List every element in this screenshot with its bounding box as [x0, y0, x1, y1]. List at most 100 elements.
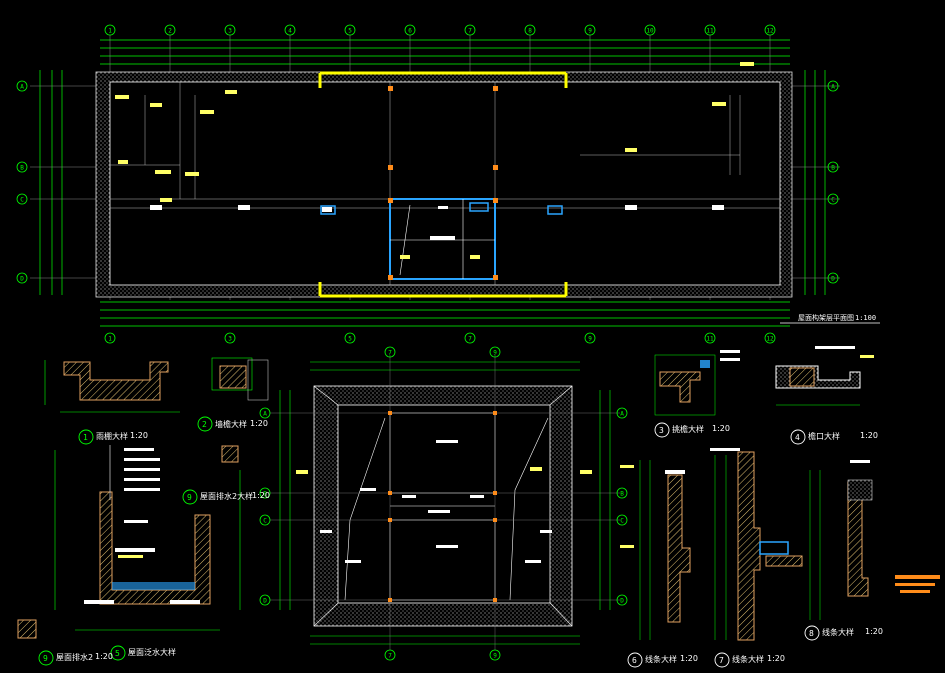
svg-text:A: A	[20, 84, 24, 91]
svg-text:11: 11	[706, 336, 714, 343]
right-axis-A: A	[827, 80, 839, 92]
svg-text:6: 6	[408, 28, 412, 35]
svg-text:A: A	[263, 411, 267, 418]
detail-8-title: 线条大样	[822, 628, 854, 637]
svg-text:D: D	[20, 276, 24, 283]
svg-text:3: 3	[659, 426, 664, 435]
top-axis-9: 9	[584, 24, 596, 36]
svg-text:5: 5	[348, 28, 352, 35]
bottom-axis-11: 11	[704, 332, 716, 344]
svg-text:7: 7	[388, 350, 392, 357]
svg-text:6: 6	[632, 656, 637, 665]
skylight-right-axis-D: D	[616, 594, 628, 606]
detail-5: 5 9 9	[17, 445, 241, 666]
bottom-axis-12: 12	[764, 332, 776, 344]
detail-8: 8	[804, 460, 873, 641]
bottom-axis-5: 5	[344, 332, 356, 344]
detail-6-scale: 1:20	[680, 654, 698, 663]
detail-5-title: 屋面泛水大样	[128, 648, 176, 657]
top-axis-8: 8	[524, 24, 536, 36]
svg-text:B: B	[20, 165, 24, 172]
svg-text:9: 9	[187, 493, 192, 502]
detail-3: 3	[654, 350, 740, 438]
svg-text:1: 1	[83, 433, 88, 442]
detail-4-scale: 1:20	[860, 431, 878, 440]
main-plan-title: 屋面构架层平面图	[798, 313, 854, 322]
svg-text:C: C	[263, 518, 267, 525]
detail-7: 7	[710, 448, 803, 668]
column-markers	[320, 202, 563, 215]
top-axis-5: 5	[344, 24, 356, 36]
detail-9b-title: 屋面排水2	[56, 653, 94, 662]
detail-9-title: 屋面排水2大样	[200, 492, 254, 501]
bottom-axis-3: 3	[224, 332, 236, 344]
svg-text:7: 7	[388, 653, 392, 660]
svg-text:1: 1	[108, 28, 112, 35]
skylight-right-axis-B: B	[616, 487, 628, 499]
svg-text:7: 7	[468, 28, 472, 35]
svg-text:3: 3	[228, 28, 232, 35]
right-axis-B: B	[827, 161, 839, 173]
roof-white-blocks	[150, 205, 724, 240]
side-dimension-lines	[39, 70, 826, 295]
svg-text:12: 12	[766, 28, 774, 35]
detail-4: 4	[775, 346, 874, 445]
skylight-left-axis-D: D	[259, 594, 271, 606]
detail-2-title: 墙檐大样	[215, 420, 247, 429]
detail-4-title: 檐口大样	[808, 432, 840, 441]
svg-text:9: 9	[43, 654, 48, 663]
detail-8-scale: 1:20	[865, 627, 883, 636]
top-axis-3: 3	[224, 24, 236, 36]
svg-text:B: B	[263, 491, 267, 498]
roof-yellow-tags	[115, 62, 754, 259]
detail-2: 2	[197, 357, 269, 463]
svg-text:4: 4	[795, 433, 800, 442]
svg-text:B: B	[620, 491, 624, 498]
top-axis-12: 12	[764, 24, 776, 36]
svg-text:B: B	[831, 165, 835, 172]
svg-text:1: 1	[108, 336, 112, 343]
svg-text:8: 8	[809, 629, 814, 638]
bottom-axis-1: 1	[104, 332, 116, 344]
main-plan-scale: 1:100	[855, 314, 876, 322]
svg-text:7: 7	[719, 656, 724, 665]
svg-text:C: C	[620, 518, 624, 525]
svg-text:3: 3	[228, 336, 232, 343]
bottom-dimension-lines	[100, 301, 790, 327]
skylight-right-axis-A: A	[616, 407, 628, 419]
skylight-top-axis-9: 9	[489, 346, 501, 358]
detail-3-title: 挑檐大样	[672, 425, 704, 434]
detail-3-scale: 1:20	[712, 424, 730, 433]
bottom-axis-7: 7	[464, 332, 476, 344]
skylight-left-axis-C: C	[259, 514, 271, 526]
detail-9b-scale: 1:20	[95, 652, 113, 661]
right-axis-C: C	[827, 193, 839, 205]
svg-text:C: C	[831, 197, 835, 204]
svg-text:9: 9	[493, 653, 497, 660]
legend-bars	[895, 575, 940, 593]
skylight-left-axis-B: B	[259, 487, 271, 499]
svg-text:5: 5	[115, 649, 120, 658]
left-axis-A: A	[16, 80, 28, 92]
detail-2-scale: 1:20	[250, 419, 268, 428]
svg-text:4: 4	[288, 28, 292, 35]
svg-text:2: 2	[168, 28, 172, 35]
right-axis-D: D	[827, 272, 839, 284]
top-dimension-lines	[100, 39, 790, 65]
svg-text:10: 10	[646, 28, 654, 35]
svg-text:A: A	[831, 84, 835, 91]
svg-text:D: D	[620, 598, 624, 605]
roof-interior	[109, 81, 781, 286]
svg-text:9: 9	[588, 28, 592, 35]
detail-6-title: 线条大样	[645, 655, 677, 664]
skylight-bottom-axis-7: 7	[384, 649, 396, 661]
skylight-top-axis-7: 7	[384, 346, 396, 358]
svg-text:5: 5	[348, 336, 352, 343]
svg-text:C: C	[20, 197, 24, 204]
svg-text:9: 9	[493, 350, 497, 357]
detail-1-scale: 1:20	[130, 431, 148, 440]
